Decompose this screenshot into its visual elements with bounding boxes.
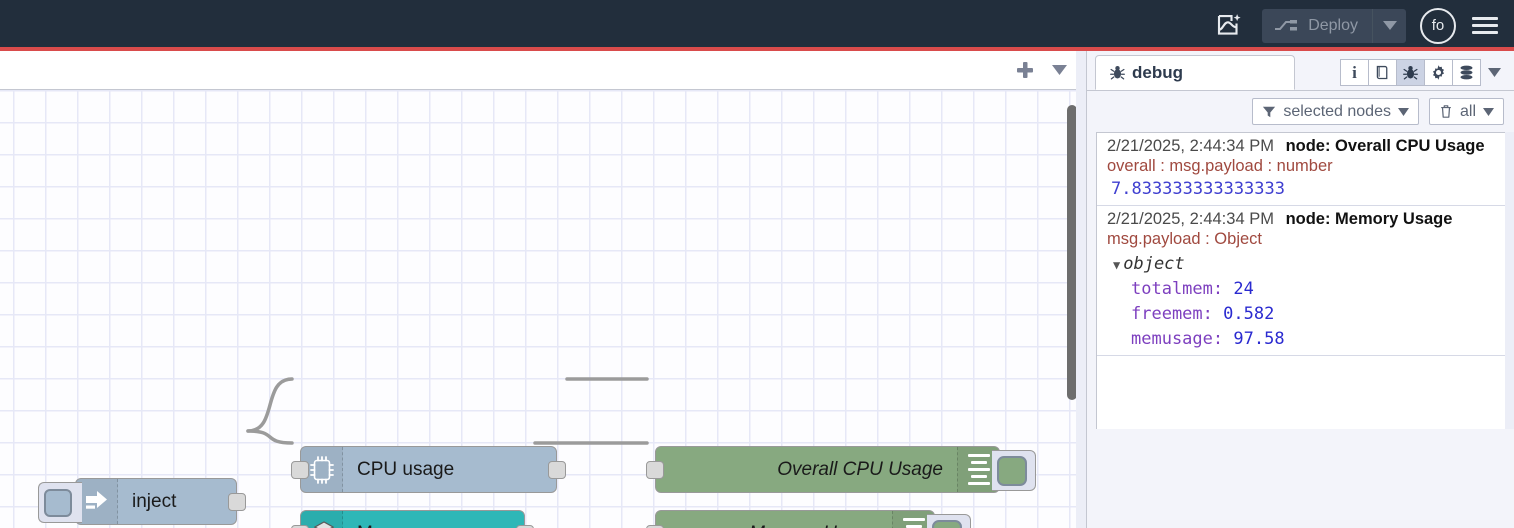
sidebar-tools: i [1340, 59, 1514, 90]
node-overall-cpu-usage-debug[interactable]: Overall CPU Usage [646, 446, 1036, 493]
sidebar-filter-row: selected nodes all [1087, 91, 1514, 132]
node-label: CPU usage [357, 458, 455, 480]
server-tower-icon [301, 511, 343, 528]
flow-tab-bar [0, 51, 1086, 90]
debug-property: totalmem: 24 [1131, 279, 1254, 299]
property-value: 97.58 [1233, 329, 1285, 349]
add-flow-icon[interactable] [1008, 51, 1042, 89]
flow-canvas[interactable]: inject CPU usage [0, 90, 1086, 528]
input-port[interactable] [291, 524, 309, 528]
sidebar: debug i [1086, 51, 1514, 528]
property-key: memusage [1131, 329, 1213, 349]
node-label: Memory Usage [735, 523, 892, 528]
book-icon [1376, 65, 1388, 80]
collapse-caret-icon[interactable]: ▼ [1113, 258, 1121, 272]
context-tool-button[interactable] [1452, 59, 1481, 86]
debug-enable-toggle[interactable] [992, 450, 1036, 491]
sparkle-flow-icon[interactable] [1208, 8, 1250, 44]
debug-message[interactable]: 2/21/2025, 2:44:34 PM node: Overall CPU … [1097, 133, 1514, 206]
chevron-down-icon [1397, 107, 1409, 116]
debug-message[interactable]: 2/21/2025, 2:44:34 PM node: Memory Usage… [1097, 206, 1514, 356]
debug-property: memusage: 97.58 [1131, 329, 1285, 349]
input-port[interactable] [646, 524, 664, 528]
database-stack-icon [1460, 65, 1473, 80]
node-label: inject [132, 490, 177, 512]
debug-lines-icon [892, 511, 934, 528]
output-port[interactable] [516, 524, 534, 528]
filter-label: selected nodes [1283, 102, 1391, 120]
bug-icon [1110, 66, 1125, 80]
deploy-main[interactable]: Deploy [1262, 9, 1372, 43]
debug-value: 7.833333333333333 [1111, 179, 1285, 199]
filter-selected-nodes-button[interactable]: selected nodes [1252, 98, 1419, 125]
node-inject[interactable]: inject [38, 478, 246, 525]
flow-menu-caret-icon[interactable] [1042, 51, 1076, 89]
output-port[interactable] [228, 492, 246, 511]
debug-toggle-square [932, 519, 962, 528]
canvas-vertical-scrollbar[interactable] [1067, 105, 1077, 400]
debug-message-header: 2/21/2025, 2:44:34 PM node: Memory Usage [1107, 210, 1514, 229]
arrow-right-icon [76, 479, 118, 524]
info-tool-button[interactable]: i [1340, 59, 1369, 86]
sidebar-tab-row: debug i [1087, 51, 1514, 91]
property-value: 24 [1233, 279, 1254, 299]
debug-toggle-square [997, 455, 1027, 486]
debug-topic: msg.payload : Object [1107, 230, 1262, 248]
node-memory[interactable]: Memory [291, 510, 534, 528]
clear-label: all [1459, 102, 1476, 120]
filter-icon [1263, 106, 1276, 117]
property-value: 0.582 [1223, 304, 1275, 324]
debug-message-list[interactable]: 2/21/2025, 2:44:34 PM node: Overall CPU … [1096, 132, 1514, 429]
workspace-edge-gutter [1076, 51, 1086, 528]
debug-timestamp: 2/21/2025, 2:44:34 PM [1107, 210, 1274, 228]
debug-timestamp: 2/21/2025, 2:44:34 PM [1107, 137, 1274, 155]
node-memory-usage-debug[interactable]: Memory Usage [646, 510, 971, 528]
avatar-initials: fo [1431, 17, 1445, 34]
property-key: totalmem [1131, 279, 1213, 299]
deploy-caret-icon[interactable] [1372, 8, 1406, 43]
workspace: inject CPU usage [0, 51, 1086, 528]
tab-debug[interactable]: debug [1095, 55, 1295, 90]
debug-source-node[interactable]: node: Memory Usage [1285, 210, 1453, 228]
trash-icon [1441, 105, 1451, 118]
debug-enable-toggle[interactable] [927, 514, 971, 528]
debug-topic: overall : msg.payload : number [1107, 157, 1333, 175]
deploy-label: Deploy [1308, 16, 1358, 34]
debug-object-label: object [1123, 254, 1185, 274]
inject-trigger-square [44, 488, 72, 517]
hamburger-menu-icon[interactable] [1472, 17, 1498, 34]
sidebar-tools-caret-icon[interactable] [1481, 59, 1507, 86]
tab-debug-label: debug [1132, 62, 1183, 82]
output-port[interactable] [548, 460, 566, 479]
app-header: Deploy fo [0, 0, 1514, 51]
deploy-icon [1275, 19, 1298, 30]
input-port[interactable] [291, 460, 309, 479]
chevron-down-icon [1483, 107, 1494, 116]
config-tool-button[interactable] [1424, 59, 1453, 86]
property-key: freemem [1131, 304, 1203, 324]
node-label: Overall CPU Usage [777, 458, 943, 480]
debug-tool-button[interactable] [1396, 59, 1425, 86]
node-cpu-usage[interactable]: CPU usage [291, 446, 566, 493]
user-avatar[interactable]: fo [1420, 7, 1456, 44]
input-port[interactable] [646, 460, 664, 479]
debug-object-row[interactable]: ▼object [1107, 254, 1514, 274]
debug-property: freemem: 0.582 [1131, 304, 1275, 324]
sidebar-scroll-gutter[interactable] [1505, 132, 1514, 429]
gear-icon [1432, 65, 1445, 80]
node-label: Memory [343, 523, 440, 528]
clear-all-button[interactable]: all [1428, 98, 1504, 125]
deploy-button[interactable]: Deploy [1262, 8, 1406, 43]
inject-trigger-button[interactable] [38, 482, 82, 523]
debug-message-header: 2/21/2025, 2:44:34 PM node: Overall CPU … [1107, 137, 1514, 156]
help-tool-button[interactable] [1368, 59, 1397, 86]
debug-source-node[interactable]: node: Overall CPU Usage [1285, 137, 1485, 155]
bug-icon [1403, 66, 1418, 80]
